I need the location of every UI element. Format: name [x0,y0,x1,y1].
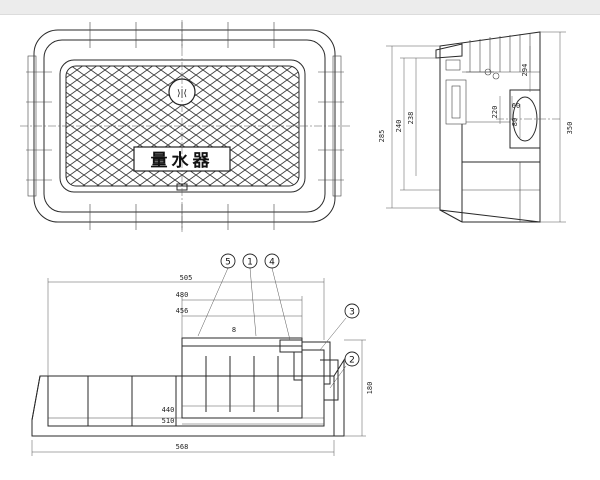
dim-60: 60 [512,102,520,110]
callout-3 [344,303,360,319]
dim-294: 294 [521,64,529,77]
callout-1-label: 1 [247,258,253,268]
callout-1 [242,253,258,269]
callout-4-label: 4 [269,258,275,268]
front-meter [279,339,303,353]
side-fittings [445,59,510,125]
dim-350: 350 [566,122,574,135]
front-inner-ribs [205,356,279,412]
dim-240: 240 [395,120,403,133]
dim-220: 220 [491,106,499,119]
dim-510: 510 [162,417,175,425]
callout-5-label: 5 [225,258,231,268]
callout-5 [220,253,236,269]
dim-238: 238 [407,112,415,125]
side-view: 285 240 238 294 220 60 80 350 [378,31,574,223]
callout-2-label: 2 [349,356,355,366]
dim-80: 80 [511,118,519,126]
callout-4 [264,253,280,269]
callouts: 5 1 4 3 2 [220,253,360,367]
lid-label: 量水器 [151,150,214,171]
dim-8: 8 [232,326,236,334]
dim-440: 440 [162,406,175,414]
top-view: ⟩|⟨ 量水器 [20,20,350,232]
callout-3-label: 3 [349,308,355,318]
dim-480: 480 [176,291,189,299]
dim-456: 456 [176,307,189,315]
dim-285: 285 [378,130,386,143]
front-view: 505 480 456 8 440 510 568 180 5 1 4 3 2 [31,253,374,456]
dim-568: 568 [176,443,189,451]
dim-180: 180 [366,382,374,395]
callout-2 [344,351,360,367]
window-top-bar [0,0,600,15]
dim-505: 505 [180,274,193,282]
